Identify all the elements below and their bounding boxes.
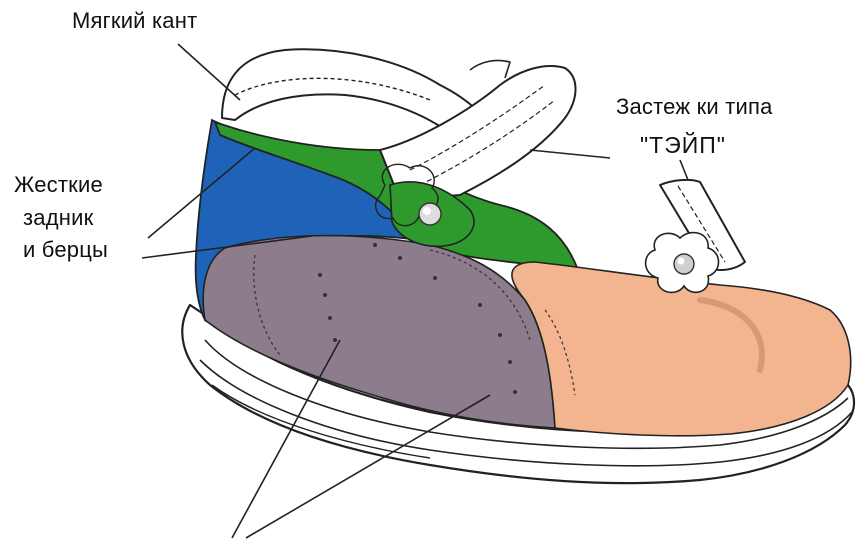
label-rigid-line1: Жесткие [14, 174, 103, 196]
label-fastener-line2: "ТЭЙП" [640, 134, 726, 157]
label-rigid-line2: задник [23, 207, 93, 229]
label-soft-edge: Мягкий кант [72, 10, 197, 32]
label-rigid-line3: и берцы [23, 239, 108, 261]
label-fastener-line1: Застеж ки типа [616, 96, 773, 118]
